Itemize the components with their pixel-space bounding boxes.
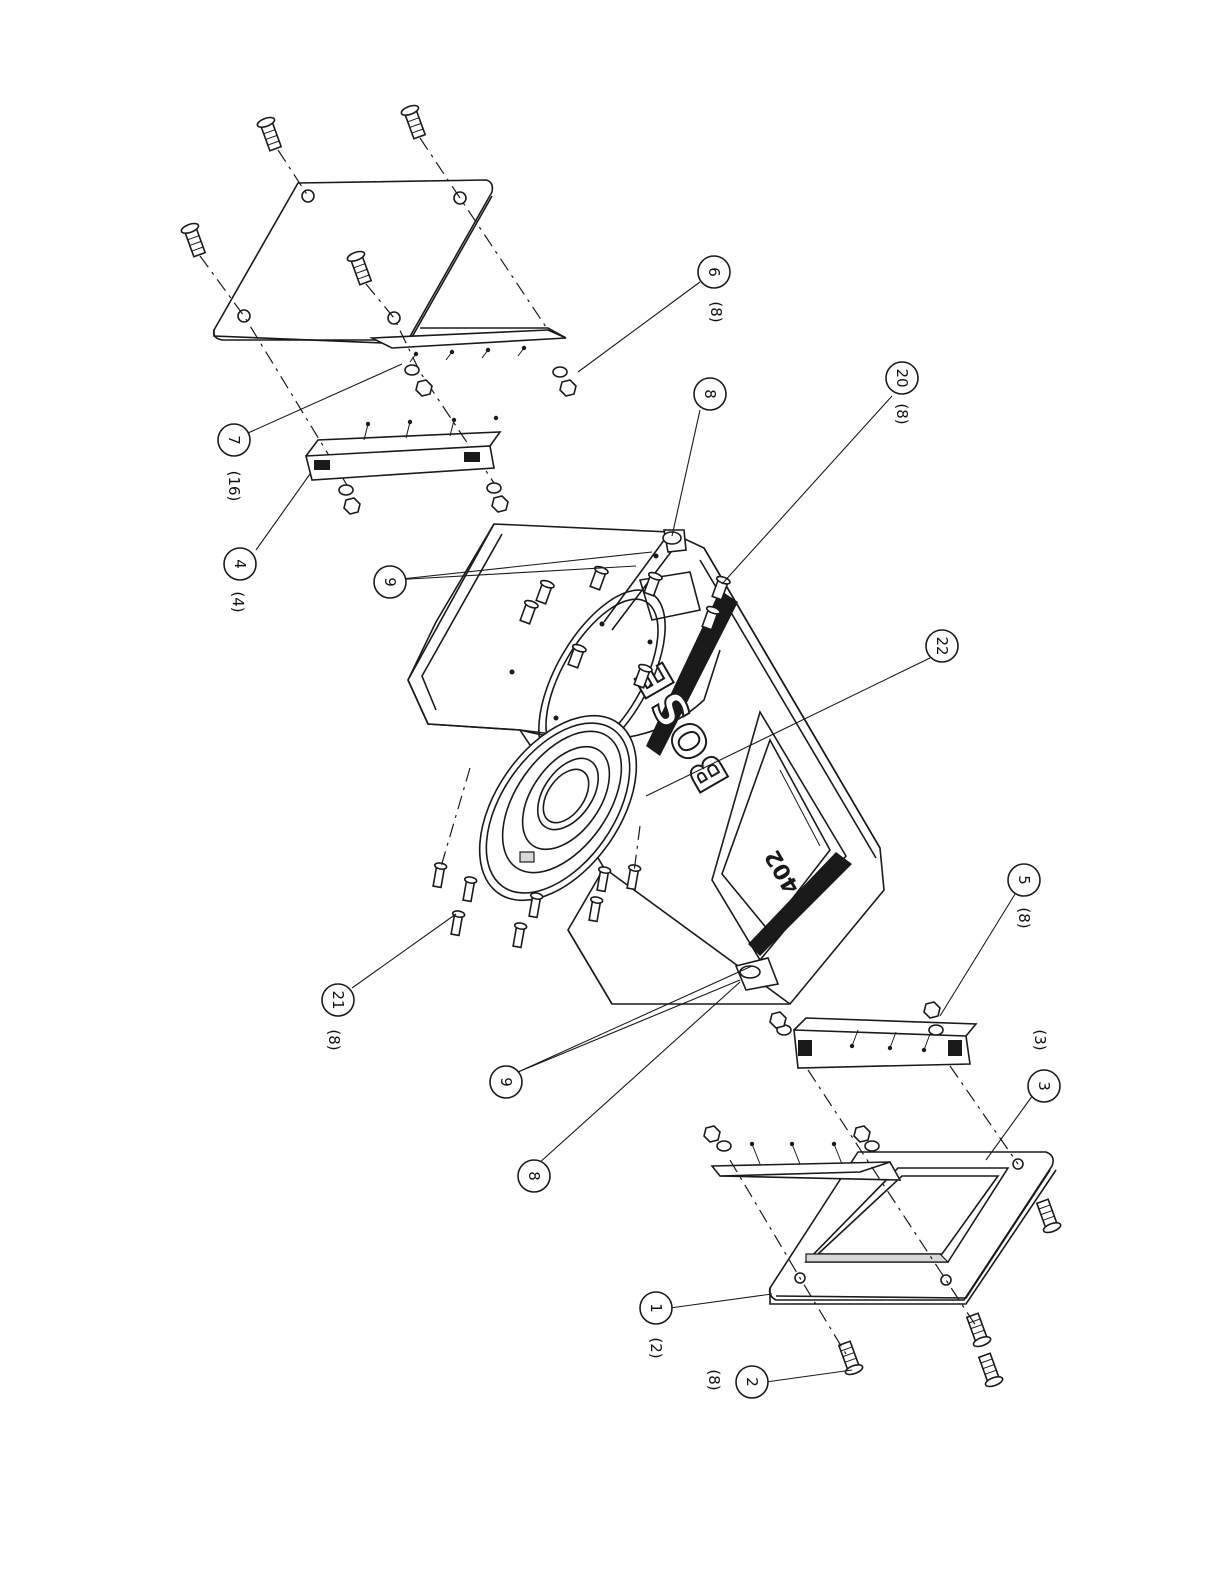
callout-21: 21 (8)	[322, 984, 354, 1051]
quantity-7: (16)	[225, 471, 243, 502]
part-number-7: 7	[225, 435, 243, 445]
nut-group-upper	[405, 365, 576, 396]
quantity-3: (3)	[1031, 1029, 1049, 1050]
bottom-end-plate-assembly	[704, 1066, 1062, 1388]
callout-7: 7 (16)	[218, 424, 250, 501]
speaker-cabinet: BOSE 402	[408, 524, 884, 1004]
part-number-8-upper: 8	[701, 389, 719, 399]
part-number-3: 3	[1035, 1081, 1053, 1091]
quantity-5: (8)	[1015, 907, 1033, 928]
quantity-21: (8)	[325, 1029, 343, 1050]
part-number-6: 6	[705, 267, 723, 277]
callout-9-upper: 9	[374, 566, 406, 598]
part-number-9-upper: 9	[381, 577, 399, 587]
callout-8-lower: 8	[518, 1160, 550, 1192]
upper-mounting-bracket	[306, 416, 508, 514]
callout-3: 3 (3)	[1028, 1029, 1060, 1102]
callout-9-lower: 9	[490, 1066, 522, 1098]
quantity-20: (8)	[893, 403, 911, 424]
callout-6: 6 (8)	[698, 256, 730, 323]
callout-1: 1 (2)	[640, 1292, 672, 1359]
part-number-2: 2	[743, 1377, 761, 1387]
part-number-21: 21	[329, 990, 347, 1009]
quantity-6: (8)	[707, 301, 725, 322]
callout-20: 20 (8)	[886, 362, 918, 425]
callout-22: 22	[926, 630, 958, 662]
part-number-9-lower: 9	[497, 1077, 515, 1087]
part-number-20: 20	[893, 368, 911, 387]
callout-5: 5 (8)	[1008, 864, 1040, 929]
quantity-2: (8)	[705, 1369, 723, 1390]
part-number-22: 22	[933, 636, 951, 655]
callout-2: 2 (8)	[705, 1366, 768, 1398]
part-number-1: 1	[647, 1303, 665, 1313]
callout-8-upper: 8	[694, 378, 726, 410]
part-number-8-lower: 8	[525, 1171, 543, 1181]
part-number-5: 5	[1015, 875, 1033, 885]
quantity-1: (2)	[647, 1337, 665, 1358]
quantity-4: (4)	[229, 591, 247, 612]
callout-4: 4 (4)	[224, 548, 256, 613]
lower-mounting-bracket	[770, 1002, 976, 1068]
part-number-4: 4	[231, 559, 249, 569]
